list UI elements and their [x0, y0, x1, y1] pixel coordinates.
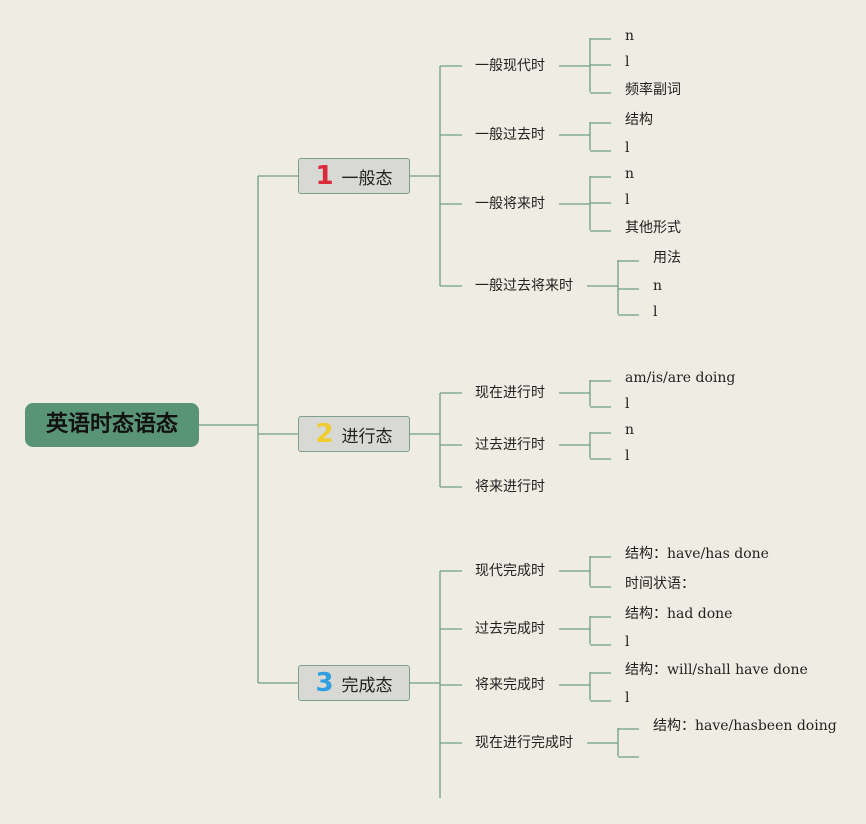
leaf-node[interactable]: 结构：have/has done — [625, 546, 769, 562]
leaf-node[interactable]: l — [625, 634, 630, 650]
branch-label: 一般态 — [341, 168, 393, 189]
leaf-node[interactable]: l — [653, 304, 658, 320]
sub-node[interactable]: 将来进行时 — [475, 479, 545, 495]
leaf-node[interactable]: l — [625, 54, 630, 70]
leaf-node[interactable]: l — [625, 396, 630, 412]
leaf-node[interactable]: n — [625, 422, 635, 438]
root-node[interactable]: 英语时态语态 — [25, 403, 199, 447]
branch-number-badge: 3 — [315, 668, 334, 698]
sub-node[interactable]: 一般过去将来时 — [475, 278, 573, 294]
leaf-node[interactable]: n — [625, 28, 635, 44]
leaf-node[interactable]: l — [625, 192, 630, 208]
branch-node-1[interactable]: 1 一般态 — [298, 158, 410, 194]
leaf-node[interactable]: n — [653, 278, 663, 294]
branch-label: 进行态 — [341, 426, 393, 447]
leaf-node[interactable]: l — [625, 690, 630, 706]
leaf-node[interactable]: n — [625, 166, 635, 182]
leaf-node[interactable]: 结构：have/hasbeen doing — [653, 718, 837, 734]
leaf-node[interactable]: 结构 — [625, 112, 653, 128]
branch-node-2[interactable]: 2 进行态 — [298, 416, 410, 452]
leaf-node[interactable]: 时间状语： — [625, 576, 695, 592]
sub-node[interactable]: 一般过去时 — [475, 127, 545, 143]
sub-node[interactable]: 现代完成时 — [475, 563, 545, 579]
leaf-node[interactable]: 频率副词 — [625, 82, 681, 98]
branch-label: 完成态 — [341, 675, 393, 696]
leaf-node[interactable]: am/is/are doing — [625, 370, 736, 386]
branch-number-badge: 2 — [315, 419, 334, 449]
sub-node[interactable]: 过去完成时 — [475, 621, 545, 637]
sub-node[interactable]: 现在进行完成时 — [475, 735, 573, 751]
leaf-node[interactable]: 其他形式 — [625, 220, 681, 236]
branch-node-3[interactable]: 3 完成态 — [298, 665, 410, 701]
sub-node[interactable]: 过去进行时 — [475, 437, 545, 453]
sub-node[interactable]: 一般现代时 — [475, 58, 545, 74]
leaf-node[interactable]: l — [625, 140, 630, 156]
leaf-node[interactable]: l — [625, 448, 630, 464]
sub-node[interactable]: 一般将来时 — [475, 196, 545, 212]
leaf-node[interactable]: 用法 — [653, 250, 681, 266]
sub-node[interactable]: 现在进行时 — [475, 385, 545, 401]
sub-node[interactable]: 将来完成时 — [475, 677, 545, 693]
branch-number-badge: 1 — [315, 161, 334, 191]
leaf-node[interactable]: 结构：will/shall have done — [625, 662, 808, 678]
leaf-node[interactable]: 结构：had done — [625, 606, 733, 622]
